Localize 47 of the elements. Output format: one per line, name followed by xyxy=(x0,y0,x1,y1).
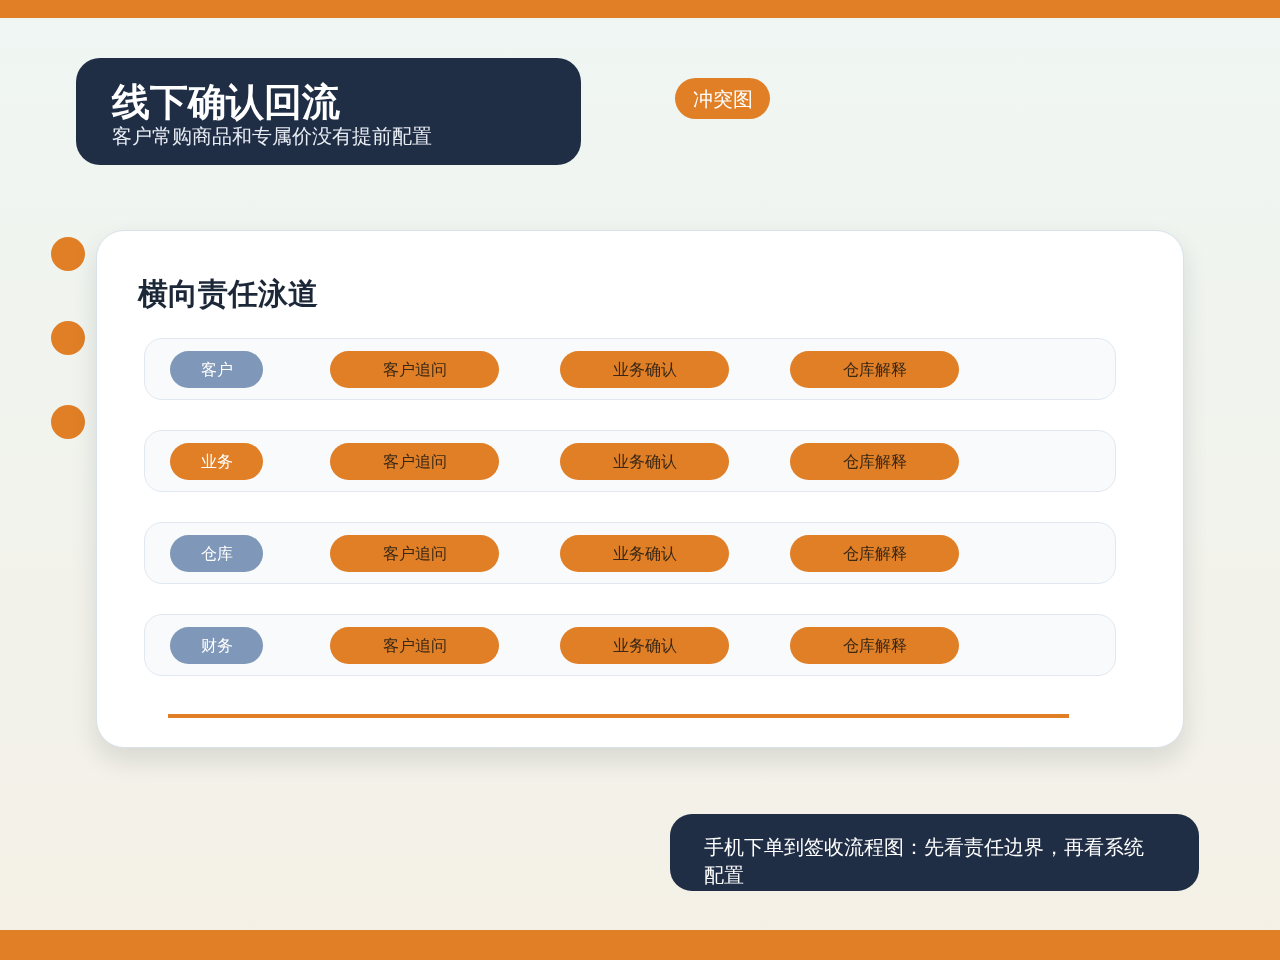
step-label: 仓库解释 xyxy=(842,453,907,470)
role-pill xyxy=(170,351,263,388)
step-pill xyxy=(790,351,959,388)
note-panel xyxy=(670,814,1199,891)
tag-label: 冲突图 xyxy=(692,88,753,109)
step-label: 业务确认 xyxy=(612,545,677,562)
role-label: 财务 xyxy=(200,637,233,654)
role-pill xyxy=(170,443,263,480)
note-text: 手机下单到签收流程图：先看责任边界，再看系统配置 xyxy=(704,835,1145,888)
tag-pill xyxy=(675,78,770,119)
step-label: 仓库解释 xyxy=(842,361,907,378)
swimlane-band xyxy=(144,522,1116,584)
role-label: 客户 xyxy=(200,361,233,378)
edge-stripe xyxy=(0,930,1280,960)
step-label: 客户追问 xyxy=(382,545,447,562)
role-pill xyxy=(170,627,263,664)
step-pill xyxy=(560,535,729,572)
title-panel xyxy=(76,58,581,165)
step-pill xyxy=(790,627,959,664)
step-label: 业务确认 xyxy=(612,453,677,470)
step-label: 业务确认 xyxy=(612,637,677,654)
step-pill xyxy=(330,627,499,664)
swimlane-band xyxy=(144,338,1116,400)
step-pill xyxy=(790,443,959,480)
swimlane-band xyxy=(144,614,1116,676)
step-pill xyxy=(560,443,729,480)
step-pill xyxy=(330,443,499,480)
step-label: 客户追问 xyxy=(382,453,447,470)
lane-card xyxy=(96,230,1184,748)
role-pill xyxy=(170,535,263,572)
step-pill xyxy=(560,351,729,388)
step-pill xyxy=(790,535,959,572)
step-label: 仓库解释 xyxy=(842,545,907,562)
edge-stripe xyxy=(0,0,1280,18)
title-subtitle: 客户常购商品和专属价没有提前配置 xyxy=(112,124,432,149)
swimlane-band xyxy=(144,430,1116,492)
step-pill xyxy=(330,535,499,572)
card-heading: 横向责任泳道 xyxy=(138,276,318,312)
role-label: 业务 xyxy=(200,453,233,470)
step-label: 仓库解释 xyxy=(842,637,907,654)
step-label: 客户追问 xyxy=(382,361,447,378)
step-label: 业务确认 xyxy=(612,361,677,378)
step-label: 客户追问 xyxy=(382,637,447,654)
role-label: 仓库 xyxy=(200,545,233,562)
step-pill xyxy=(330,351,499,388)
step-pill xyxy=(560,627,729,664)
title-heading: 线下确认回流 xyxy=(112,81,340,123)
